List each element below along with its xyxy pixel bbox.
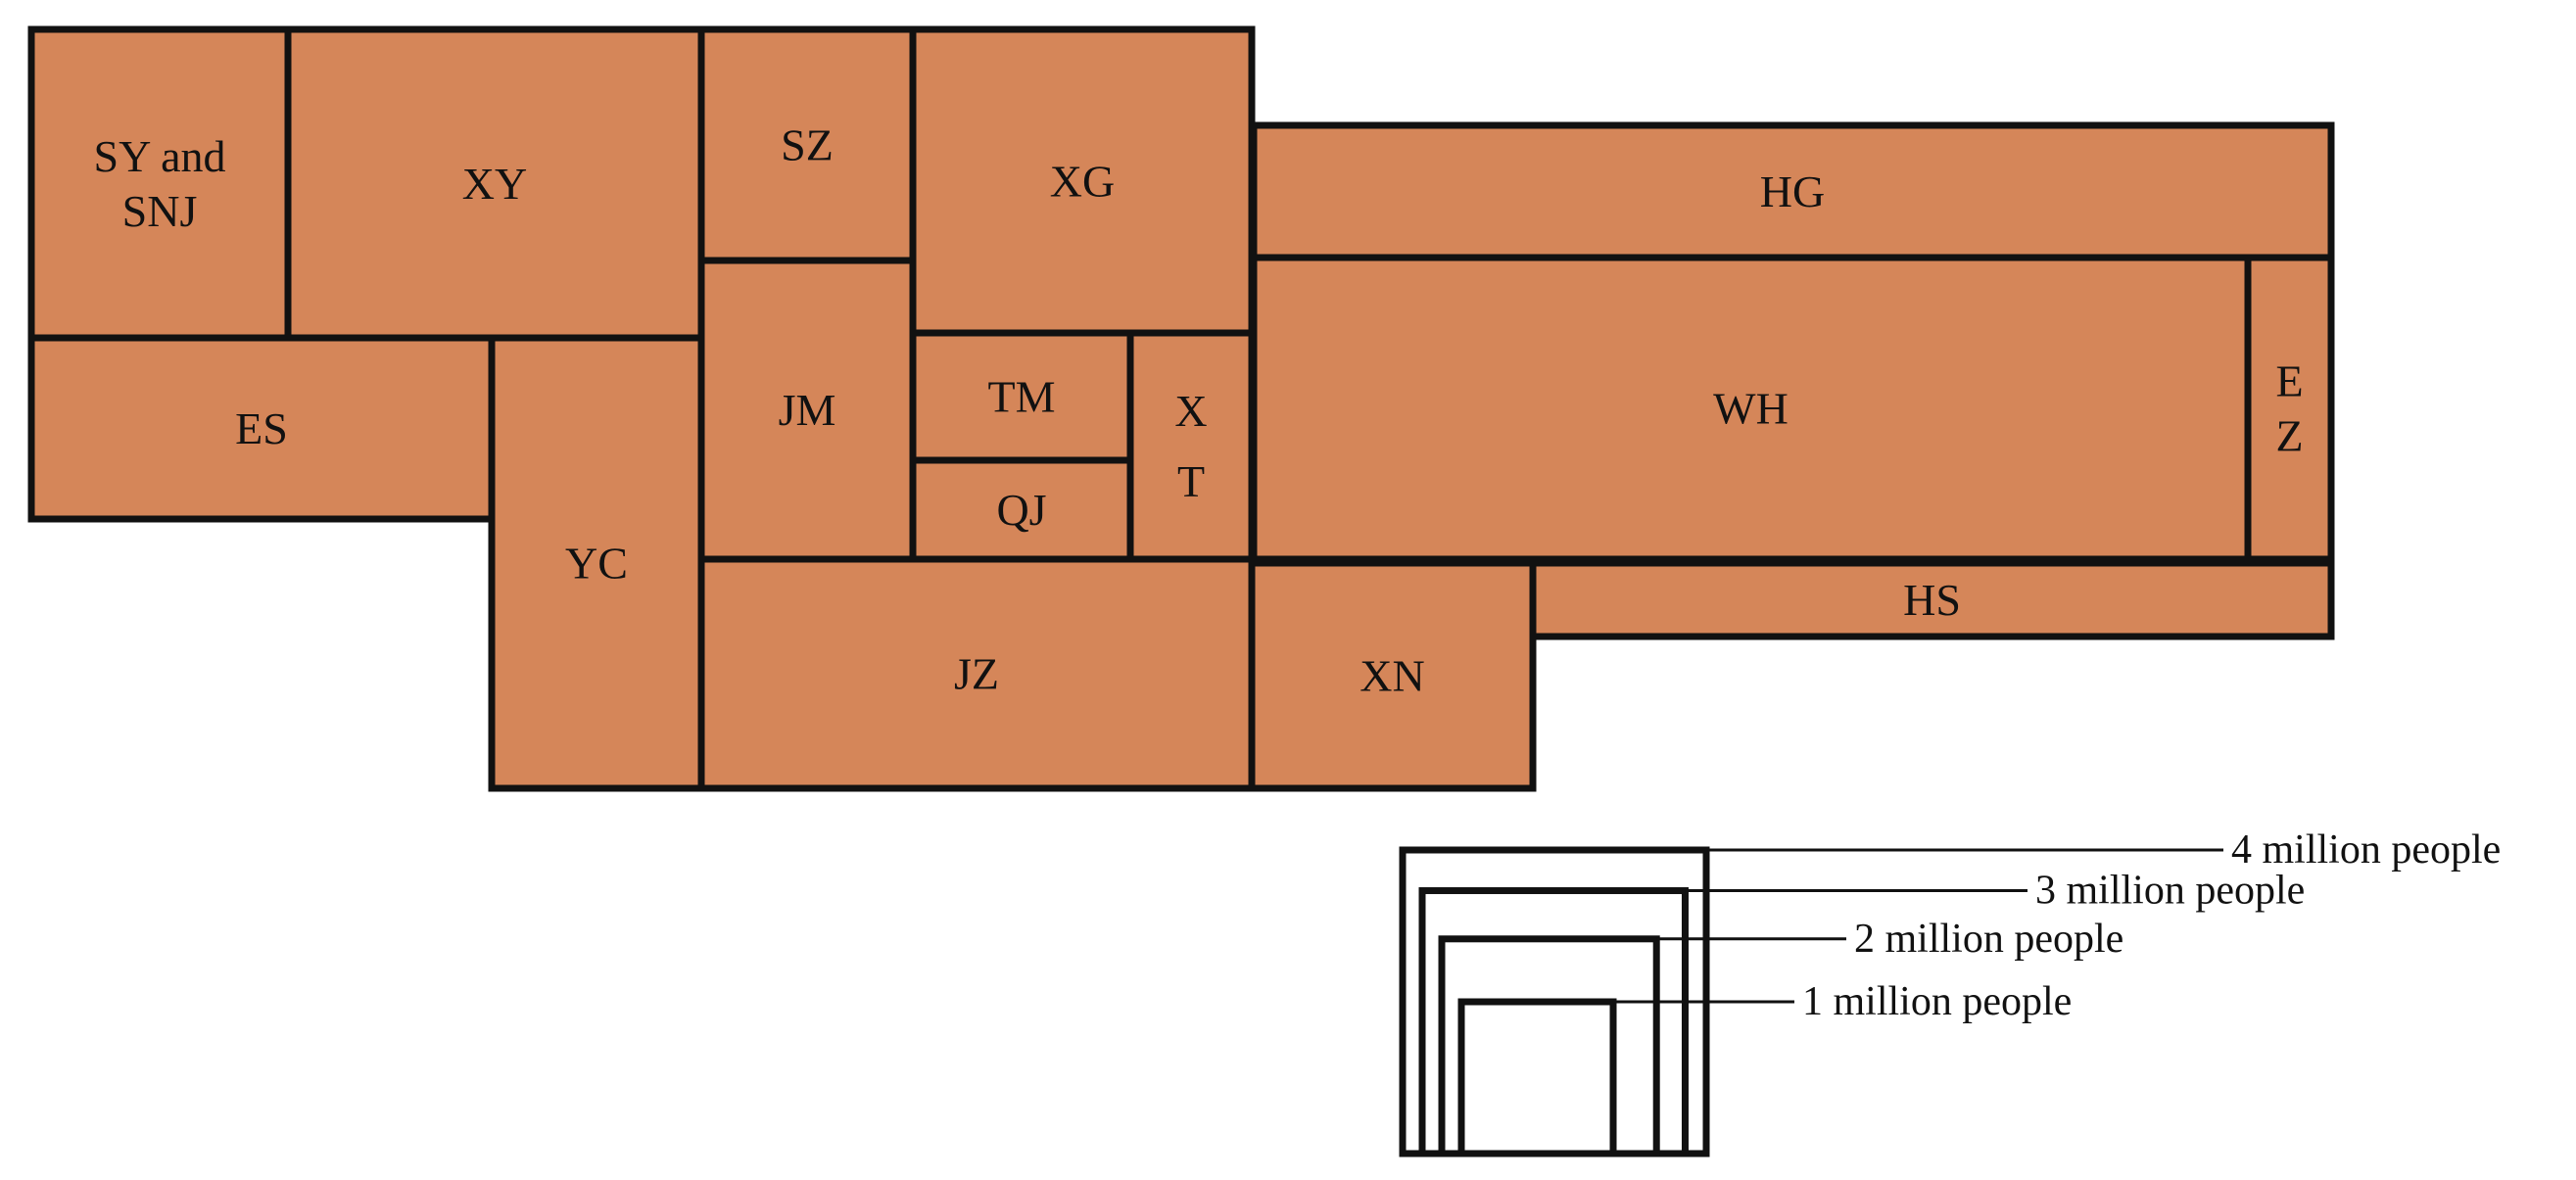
region-jz-label: JZ [954,649,999,699]
region-tm: TM [909,329,1134,464]
region-xn: XN [1248,559,1537,792]
region-sy-snj-label: SY and [93,131,225,181]
region-tm-cell [909,329,1134,464]
region-jm-label: JM [779,385,836,435]
region-sz-cell [697,25,917,264]
legend-label: 1 million people [1802,979,2072,1024]
region-xt-label: T [1177,456,1205,506]
region-yc-label: YC [565,539,628,589]
region-xg: XG [909,25,1256,337]
region-tm-label: TM [988,372,1056,422]
region-sz-label: SZ [781,120,834,170]
region-yc-cell [488,334,705,792]
legend-label: 4 million people [2231,827,2501,873]
region-es: ES [27,334,496,523]
legend-item-1-million: 1 million people [1457,979,2072,1157]
region-xt: XT [1126,329,1256,563]
legend-item-3-million: 3 million people [1418,869,2305,1157]
region-hg: HG [1250,121,2335,261]
legend-item-2-million: 2 million people [1438,917,2123,1157]
legend-square-2-million [1438,935,1660,1157]
region-es-label: ES [235,403,288,453]
region-hs-cell [1529,559,2335,640]
region-hg-cell [1250,121,2335,261]
region-xt-label: X [1174,386,1207,436]
region-jz: JZ [697,555,1256,792]
region-ez: EZ [2244,254,2335,563]
region-xn-label: XN [1360,651,1424,701]
region-ez-label: E [2275,356,2303,406]
region-xy-cell [284,25,705,342]
region-sy-snj-label: SNJ [122,186,198,236]
region-yc: YC [488,334,705,792]
region-xg-label: XG [1050,157,1115,207]
region-ez-cell [2244,254,2335,563]
region-xt-cell [1126,329,1256,563]
region-wh-label: WH [1713,384,1789,434]
region-xg-cell [909,25,1256,337]
legend-square-1-million [1457,998,1617,1157]
legend-label: 3 million people [2035,869,2305,914]
region-hs-label: HS [1903,575,1961,625]
region-xy-label: XY [462,159,527,209]
region-xn-cell [1248,559,1537,792]
region-hg-label: HG [1760,166,1825,216]
region-es-cell [27,334,496,523]
region-ez-label: Z [2275,411,2303,461]
region-sz: SZ [697,25,917,264]
region-wh: WH [1250,254,2252,563]
region-wh-cell [1250,254,2252,563]
region-hs: HS [1529,559,2335,640]
region-jm: JM [697,257,917,563]
region-sy-snj-cell [27,25,292,342]
region-qj: QJ [909,456,1134,563]
region-qj-label: QJ [996,485,1046,535]
region-xy: XY [284,25,705,342]
legend-label: 2 million people [1854,917,2123,962]
